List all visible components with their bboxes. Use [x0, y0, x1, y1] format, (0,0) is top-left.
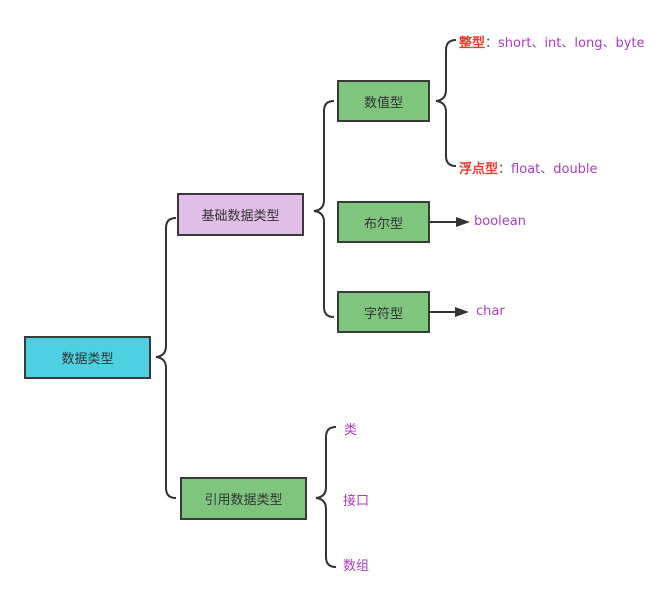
integer-leaf: 整型：short、int、long、byte [459, 32, 645, 51]
primitive-types-node[interactable]: 基础数据类型 [177, 193, 304, 236]
reference-types-label: 引用数据类型 [204, 493, 283, 508]
char-type-label: 字符型 [363, 306, 403, 322]
root-brace [155, 217, 177, 499]
boolean-arrowhead [456, 217, 470, 227]
float-values: float、double [511, 162, 598, 177]
float-sep: ： [498, 162, 512, 177]
interface-leaf: 接口 [343, 494, 370, 509]
char-leaf: char [476, 304, 505, 319]
numeric-brace [435, 39, 457, 167]
boolean-leaf: boolean [474, 214, 526, 229]
reference-brace [315, 426, 337, 568]
char-arrowhead [455, 307, 469, 317]
integer-key: 整型 [459, 36, 486, 51]
root-node-label: 数据类型 [61, 352, 114, 367]
numeric-label: 数值型 [363, 95, 403, 111]
float-key: 浮点型 [459, 162, 499, 177]
integer-sep: ： [485, 36, 499, 51]
reference-types-node[interactable]: 引用数据类型 [180, 477, 307, 520]
boolean-type-node[interactable]: 布尔型 [337, 201, 430, 243]
integer-values: short、int、long、byte [498, 36, 645, 51]
boolean-type-label: 布尔型 [363, 216, 403, 232]
primitive-brace [313, 100, 335, 318]
class-leaf: 类 [344, 423, 358, 438]
float-leaf: 浮点型：float、double [459, 158, 598, 177]
array-leaf: 数组 [343, 559, 370, 574]
char-type-node[interactable]: 字符型 [337, 291, 430, 333]
primitive-types-label: 基础数据类型 [201, 209, 280, 224]
numeric-node[interactable]: 数值型 [337, 80, 430, 122]
root-node[interactable]: 数据类型 [24, 336, 151, 379]
